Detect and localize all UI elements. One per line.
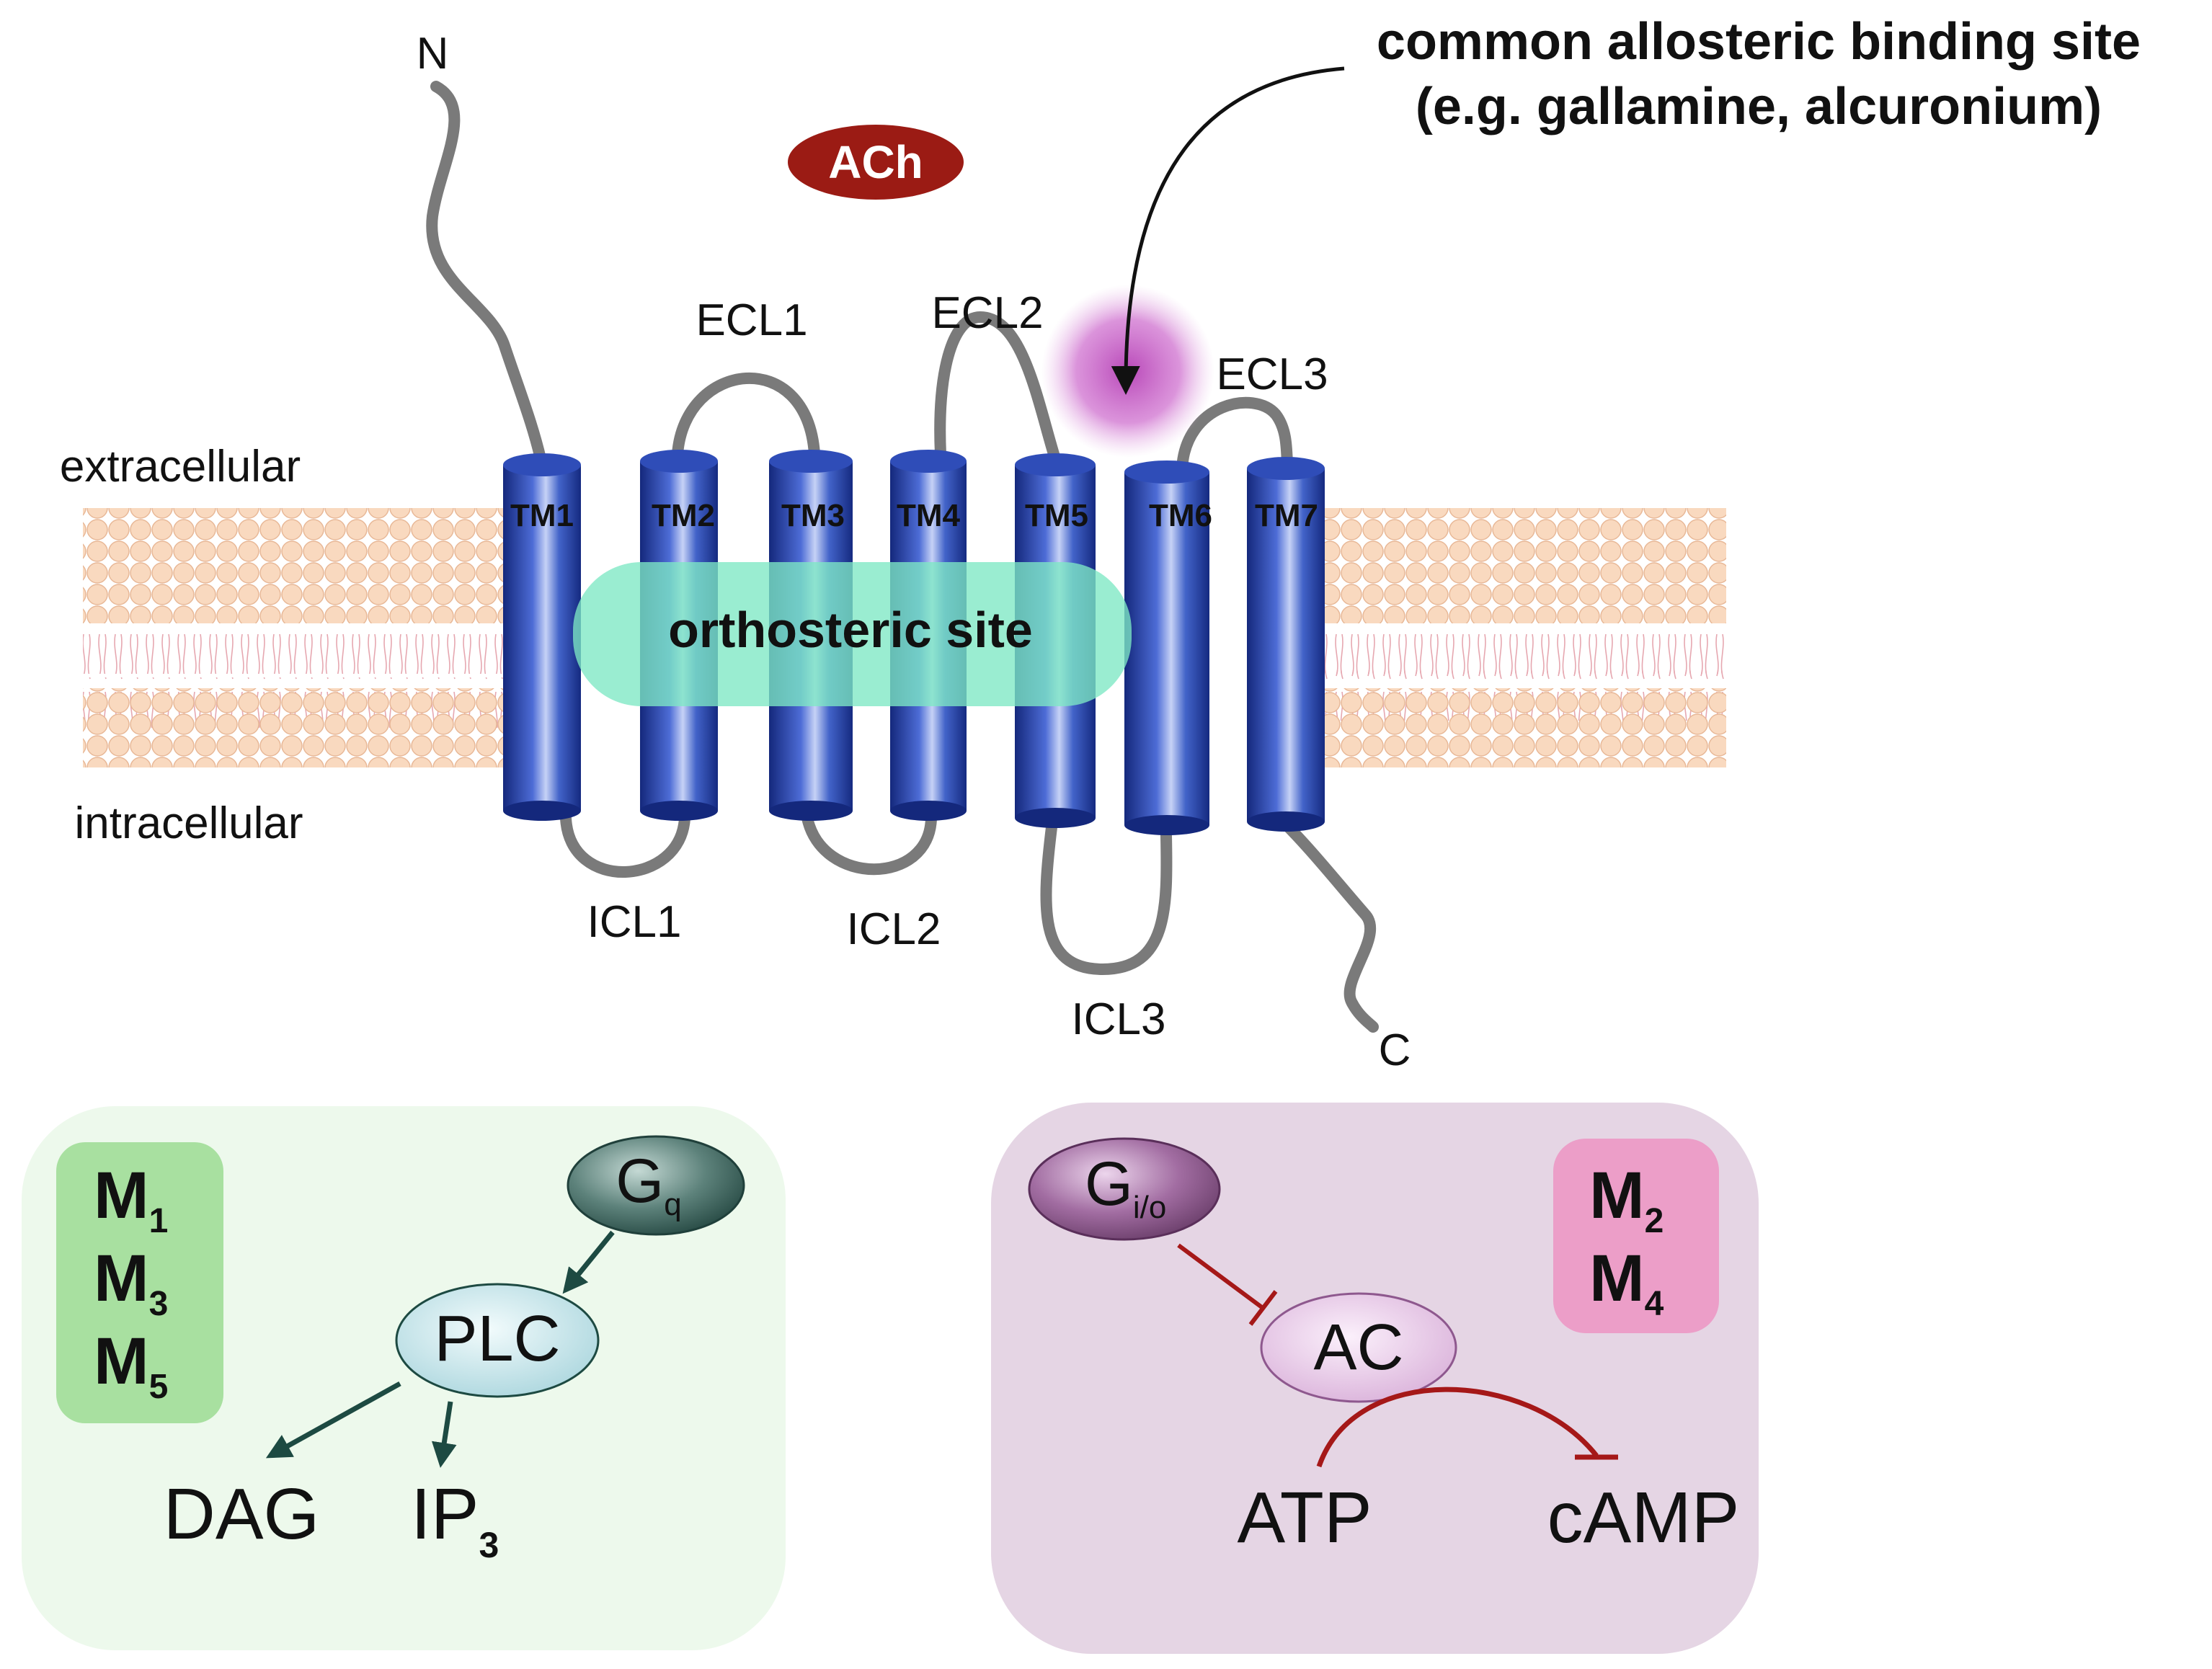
plc-label: PLC <box>434 1303 560 1375</box>
camp-label: cAMP <box>1547 1477 1740 1558</box>
ip3-label: IP3 <box>411 1474 499 1565</box>
outer-leaflet-left <box>83 508 515 623</box>
c-terminus-tail <box>1281 819 1379 1033</box>
tm4-label: TM4 <box>897 498 961 533</box>
gi-subtype-m4: M4 <box>1589 1242 1664 1323</box>
gq-pathway-panel: M1 M3 M5 Gq PLC DAG IP3 <box>22 1106 786 1650</box>
c-terminus-label: C <box>1379 1025 1411 1075</box>
receptor-chain <box>426 81 1379 1033</box>
dag-label: DAG <box>164 1474 320 1554</box>
gio-inhibits-ac <box>1177 1243 1278 1326</box>
tm6-label: TM6 <box>1149 498 1212 533</box>
icl3-loop <box>1040 816 1173 976</box>
helix-tm6 <box>1124 460 1209 835</box>
ach-ligand <box>788 125 964 200</box>
tm2-label: TM2 <box>652 498 715 533</box>
ecl1-label: ECL1 <box>696 295 807 345</box>
ach-label: ACh <box>828 136 923 188</box>
plc-node <box>395 1283 600 1398</box>
n-terminus-tail <box>426 81 548 471</box>
inner-leaflet-right <box>1323 688 1726 767</box>
atp-label: ATP <box>1237 1477 1372 1558</box>
orthosteric-site <box>573 562 1132 706</box>
helix-tm7 <box>1247 457 1325 832</box>
gi-subtype-m2: M2 <box>1589 1159 1664 1240</box>
gq-subtype-m1: M1 <box>94 1159 168 1240</box>
icl2-loop <box>801 812 937 876</box>
ac-node <box>1260 1292 1457 1403</box>
allosteric-arrow <box>1111 66 1345 395</box>
gq-subtype-box <box>56 1142 223 1423</box>
orthosteric-site-label: orthosteric site <box>668 602 1033 658</box>
icl2-label: ICL2 <box>847 904 941 954</box>
gio-protein-node <box>1028 1137 1221 1241</box>
ac-label: AC <box>1313 1312 1403 1384</box>
outer-tails-right <box>1323 623 1726 674</box>
icl3-label: ICL3 <box>1072 994 1166 1044</box>
ecl2-loop <box>934 311 1062 467</box>
plc-to-ip3-arrow <box>431 1401 457 1468</box>
ecl1-loop <box>672 373 820 460</box>
atp-to-camp-conversion <box>1316 1387 1618 1468</box>
plc-to-dag-arrow <box>265 1381 401 1459</box>
lipid-bilayer <box>83 508 1726 767</box>
tm1-label: TM1 <box>510 498 574 533</box>
helix-tm1 <box>503 453 581 821</box>
icl1-loop <box>560 812 690 878</box>
outer-tails-left <box>83 623 515 674</box>
ecl3-loop <box>1176 396 1293 474</box>
ecl3-label: ECL3 <box>1216 350 1328 399</box>
gq-protein-label: Gq <box>616 1147 681 1222</box>
gio-protein-label: Gi/o <box>1085 1149 1166 1225</box>
n-terminus-label: N <box>417 29 449 79</box>
tm7-label: TM7 <box>1255 498 1318 533</box>
allosteric-label-line2: (e.g. gallamine, alcuronium) <box>1416 78 2102 135</box>
intracellular-label: intracellular <box>74 798 303 848</box>
extracellular-label: extracellular <box>60 442 301 491</box>
gq-protein-node <box>567 1135 745 1236</box>
gi-pathway-panel: M2 M4 Gi/o AC ATP cAMP <box>991 1103 1759 1654</box>
tm5-label: TM5 <box>1025 498 1088 533</box>
gq-subtype-m3: M3 <box>94 1242 168 1323</box>
tm3-label: TM3 <box>781 498 845 533</box>
inner-leaflet-left <box>83 688 515 767</box>
ecl2-label: ECL2 <box>931 288 1043 338</box>
allosteric-label-line1: common allosteric binding site <box>1377 13 2141 71</box>
gq-subtype-m5: M5 <box>94 1325 168 1406</box>
icl1-label: ICL1 <box>587 897 682 947</box>
gq-to-plc-arrow <box>562 1230 615 1294</box>
outer-leaflet-right <box>1323 508 1726 623</box>
gi-subtype-box <box>1553 1139 1719 1333</box>
